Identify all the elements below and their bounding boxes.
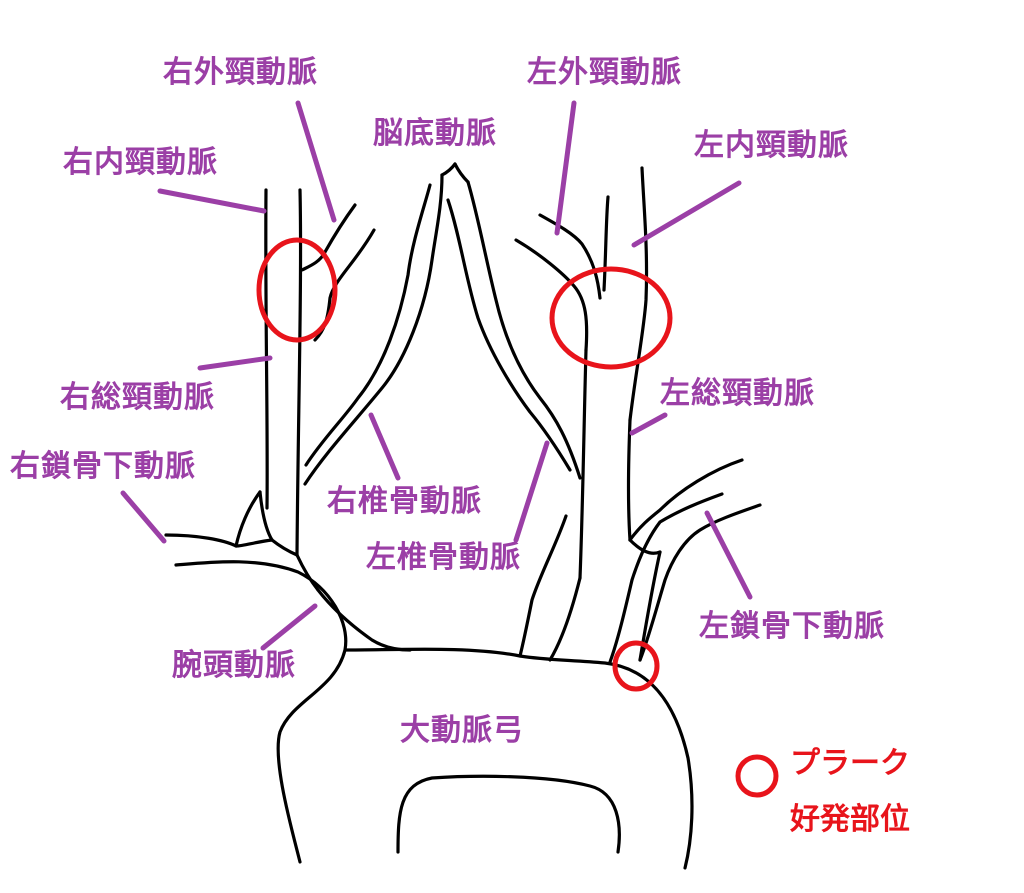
leader-right-vertebral <box>368 412 401 481</box>
leader-right-internal-carotid <box>157 188 267 214</box>
leader-right-subclavian <box>120 490 167 544</box>
leader-right-common-carotid <box>197 355 273 371</box>
leader-left-internal-carotid <box>631 180 742 248</box>
plaque-circle-left-subclavian-origin <box>612 640 660 692</box>
vessel-outlines <box>164 162 762 870</box>
leader-left-external-carotid <box>554 100 577 236</box>
leader-brachiocephalic <box>260 603 318 651</box>
label-left-vertebral: 左椎骨動脈 <box>366 540 521 575</box>
label-left-subclavian: 左鎖骨下動脈 <box>699 609 885 644</box>
label-basilar: 脳底動脈 <box>373 116 497 151</box>
label-left-external-carotid: 左外頸動脈 <box>527 55 682 90</box>
label-aortic-arch: 大動脈弓 <box>400 713 524 748</box>
plaque-circle-left-carotid-bifurcation <box>549 266 673 370</box>
label-right-common-carotid: 右総頸動脈 <box>60 380 215 415</box>
label-right-vertebral: 右椎骨動脈 <box>327 484 482 519</box>
label-left-internal-carotid: 左内頸動脈 <box>694 128 849 163</box>
legend-label-predilection-site: 好発部位 <box>790 802 910 837</box>
label-right-internal-carotid: 右内頸動脈 <box>63 145 218 180</box>
leader-right-external-carotid <box>295 100 337 223</box>
leader-left-subclavian <box>704 510 753 600</box>
legend-circle-icon <box>735 754 779 798</box>
plaque-markers <box>256 237 779 798</box>
legend-label-plaque: プラーク <box>790 746 910 781</box>
label-brachiocephalic: 腕頭動脈 <box>172 648 296 683</box>
plaque-circle-right-carotid-bifurcation <box>256 237 338 343</box>
leader-left-vertebral <box>513 440 550 543</box>
label-left-common-carotid: 左総頸動脈 <box>660 376 815 411</box>
leader-left-common-carotid <box>629 412 668 436</box>
label-right-subclavian: 右鎖骨下動脈 <box>10 449 196 484</box>
leader-lines <box>120 100 753 651</box>
label-right-external-carotid: 右外頸動脈 <box>163 55 318 90</box>
